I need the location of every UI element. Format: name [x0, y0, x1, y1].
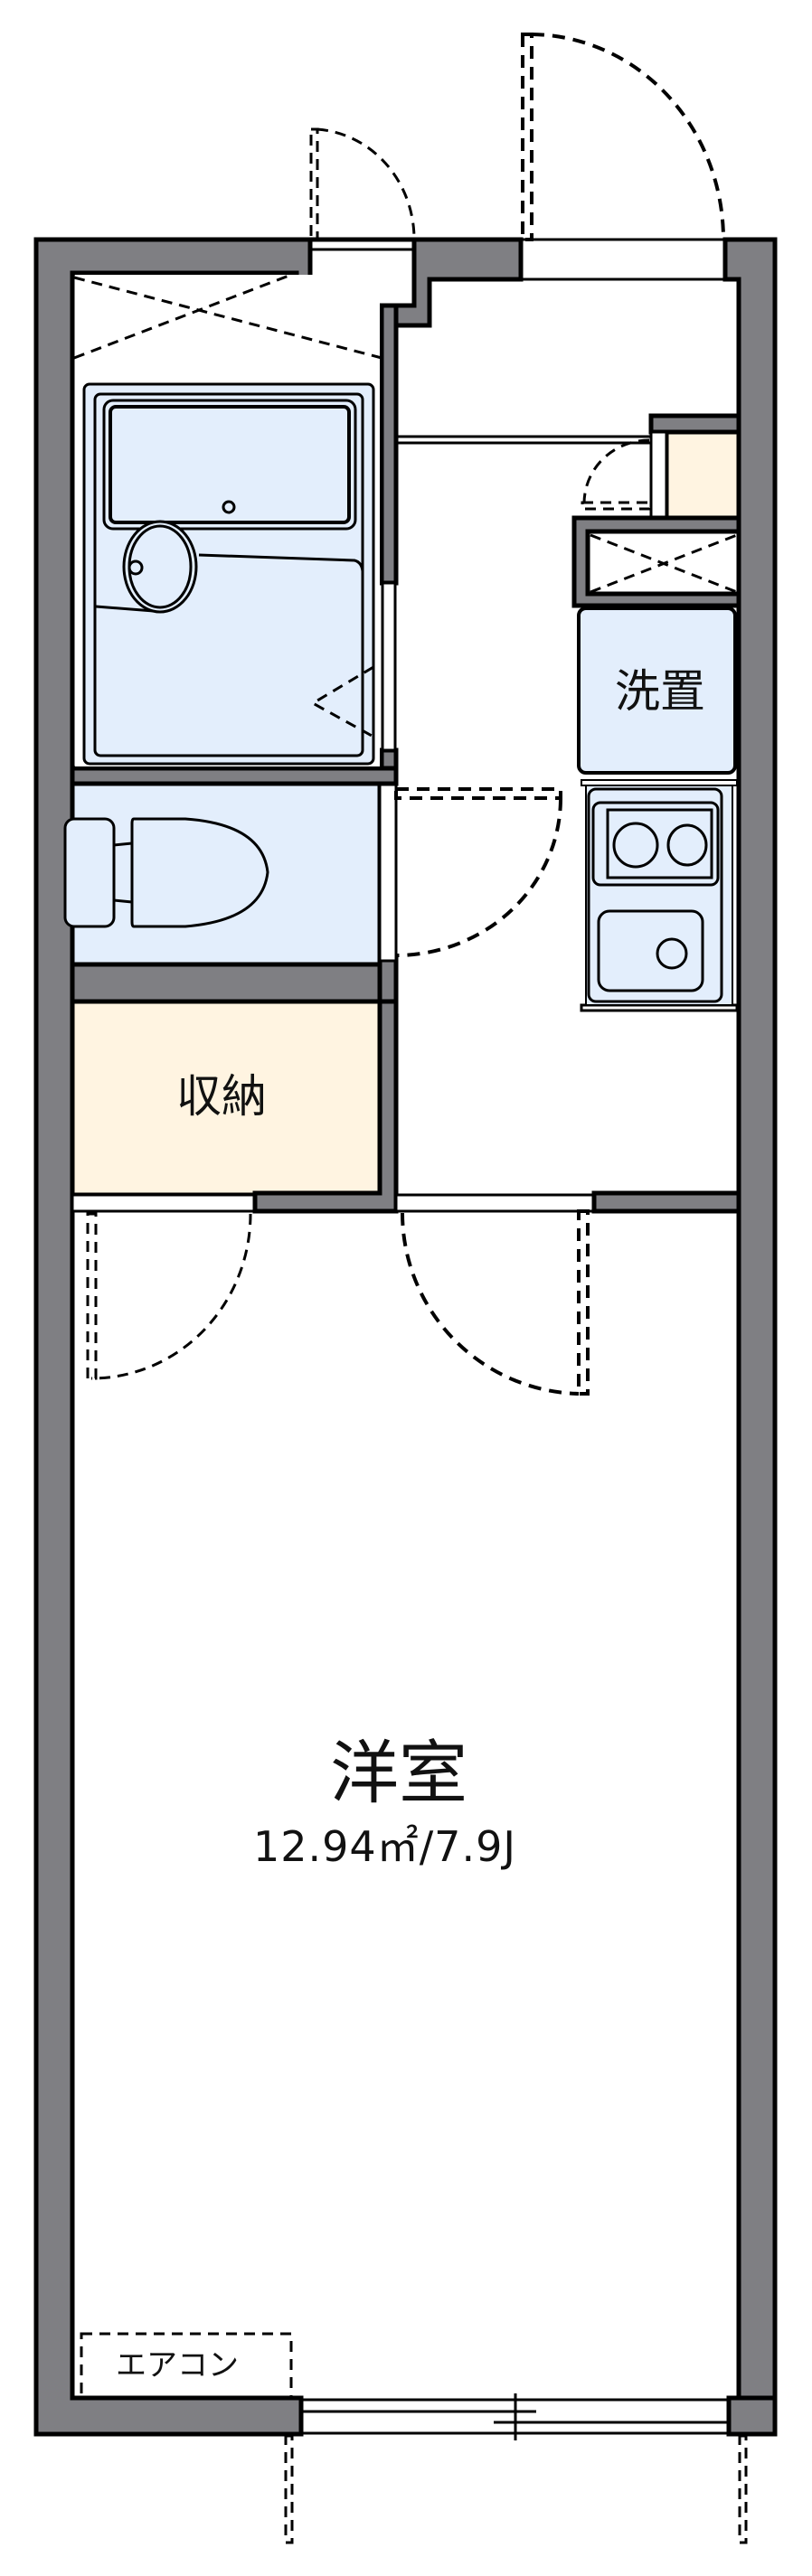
kitchen-unit [580, 779, 739, 1012]
main-room-door-frame [394, 1193, 596, 1213]
wall-bath-toilet [70, 766, 399, 786]
toilet-door-frame [378, 783, 398, 963]
balcony-window [301, 2393, 778, 2440]
entrance-door-swing [521, 33, 725, 241]
toilet-door-swing [394, 787, 562, 957]
shoe-cabinet-door-frame [649, 430, 668, 520]
bathtub [102, 399, 357, 531]
top-small-door-swing [309, 127, 416, 241]
toilet-room [63, 781, 382, 967]
washer-space [577, 606, 737, 775]
partition-wall-upper [379, 303, 399, 586]
wall-storage-stub [252, 999, 399, 1214]
wall-shoe-cabinet [648, 413, 741, 435]
air-conditioner [80, 2332, 293, 2400]
bath-door-frame [381, 581, 397, 752]
entrance-opening [521, 238, 739, 281]
sink-icon [597, 909, 704, 992]
main-room-door-swing [401, 1209, 590, 1396]
storage-room [70, 999, 382, 1213]
wall-toilet-storage [70, 962, 399, 1004]
main-room-label: 洋室 [330, 1733, 467, 1813]
toilet-icon [63, 817, 269, 928]
storage-label: 収納 [176, 1070, 267, 1123]
balcony-rail-right [738, 2434, 748, 2544]
unit-bath [82, 382, 375, 766]
wall-kitchen-bottom [591, 1190, 741, 1214]
main-room-area: 12.94㎡/7.9J [253, 1822, 516, 1871]
genkan-step [396, 435, 651, 445]
stove-icon [591, 801, 720, 887]
shoe-cabinet [664, 429, 741, 521]
storage-door-swing [86, 1212, 252, 1380]
air-conditioner-label: エアコン [116, 2347, 239, 2383]
balcony-rail-left [284, 2434, 294, 2544]
washer-label: 洗置 [615, 665, 705, 718]
pipe-shaft [571, 515, 741, 608]
partition-wall-bath-bottom [379, 747, 399, 771]
shoe-cabinet-door-swing [581, 438, 651, 511]
